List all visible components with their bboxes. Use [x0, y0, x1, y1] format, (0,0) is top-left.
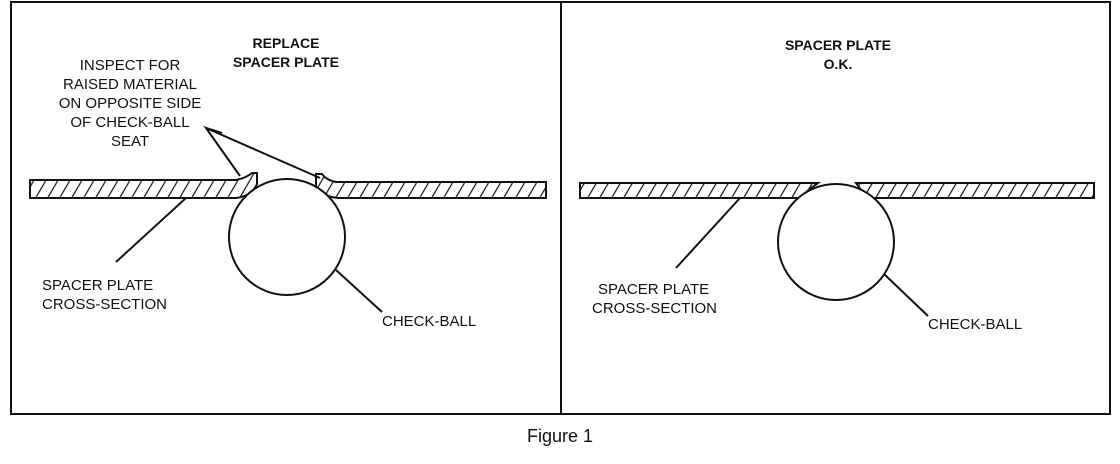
- left-plate-right-segment: [315, 173, 547, 199]
- right-panel-frame: [560, 1, 1111, 415]
- inspect-line-1: INSPECT FOR: [80, 57, 181, 74]
- right-ball-leader: [883, 273, 929, 317]
- right-ball-label: CHECK-BALL: [928, 316, 1022, 333]
- right-title-line2: O.K.: [824, 56, 853, 72]
- right-panel: SPACER PLATE O.K. SPACER PLATE CROSS-SEC…: [579, 37, 1095, 333]
- inspect-leader-tick: [205, 127, 223, 134]
- left-check-ball: [228, 178, 346, 296]
- right-title-line1: SPACER PLATE: [785, 37, 891, 53]
- left-panel: REPLACE SPACER PLATE INSPECT FOR RAISED …: [29, 35, 547, 330]
- inspect-line-5: SEAT: [111, 133, 149, 150]
- inspect-line-4: OF CHECK-BALL: [70, 114, 189, 131]
- right-plate-label-2: CROSS-SECTION: [592, 300, 717, 317]
- right-check-ball: [777, 183, 895, 301]
- right-plate-right-segment: [854, 182, 1095, 199]
- left-plate-left-segment: [29, 172, 258, 199]
- left-plate-label-1: SPACER PLATE: [42, 277, 153, 294]
- inspect-leader-lines: [203, 125, 321, 179]
- inspect-line-3: ON OPPOSITE SIDE: [59, 95, 202, 112]
- inspect-line-2: RAISED MATERIAL: [63, 76, 197, 93]
- left-plate-label-2: CROSS-SECTION: [42, 296, 167, 313]
- right-plate-leader: [675, 197, 741, 269]
- figure-caption: Figure 1: [527, 426, 593, 446]
- left-ball-leader: [335, 269, 383, 313]
- left-title-line1: REPLACE: [253, 35, 320, 51]
- left-plate-leader: [115, 197, 187, 263]
- left-title-line2: SPACER PLATE: [233, 54, 339, 70]
- left-ball-label: CHECK-BALL: [382, 313, 476, 330]
- right-plate-left-segment: [579, 182, 822, 199]
- right-plate-label-1: SPACER PLATE: [598, 281, 709, 298]
